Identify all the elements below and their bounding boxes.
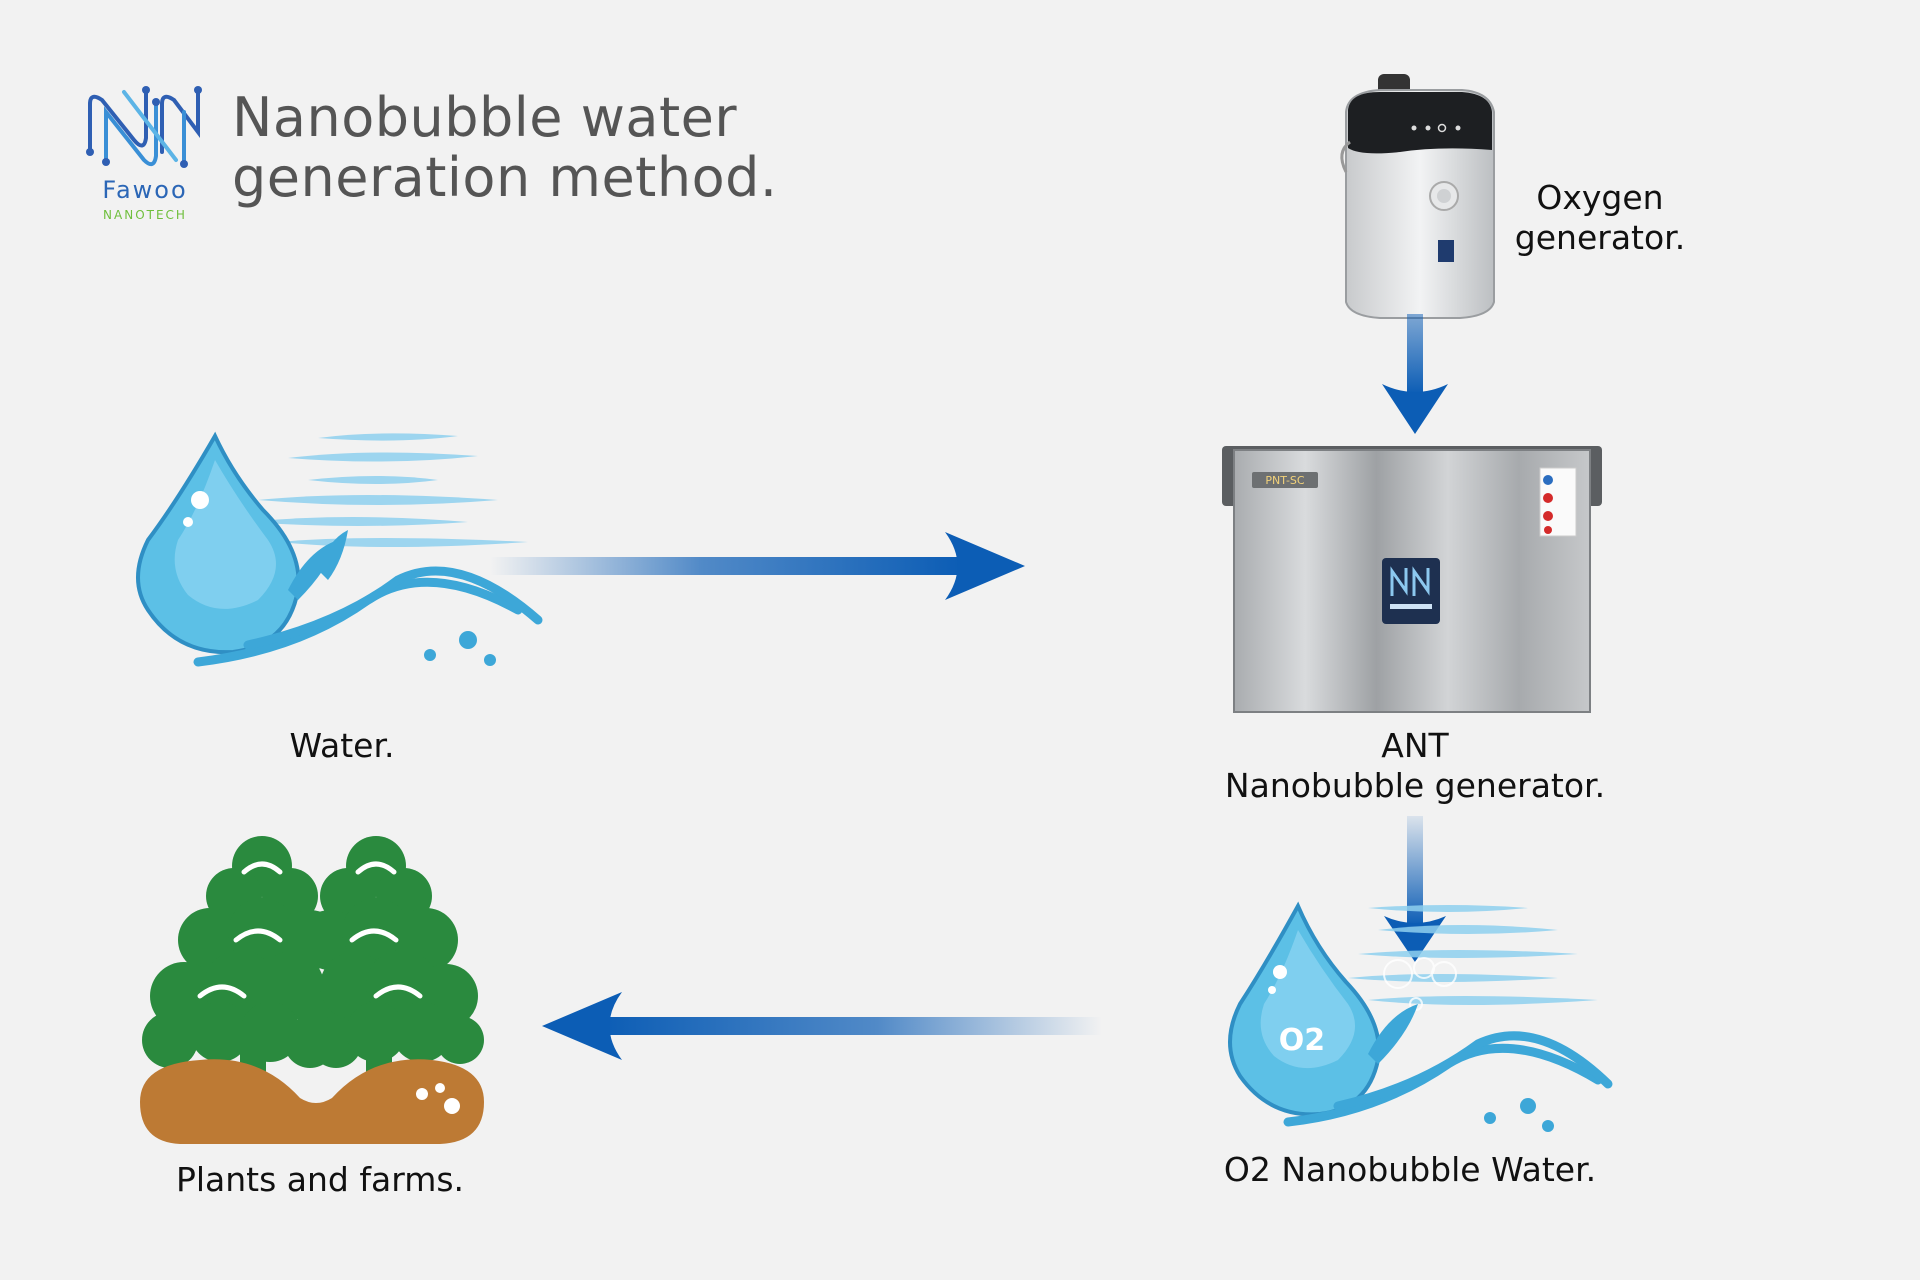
brand-subtitle: NANOTECH <box>103 208 187 222</box>
title-line-2: generation method. <box>232 146 778 209</box>
ant-label-line-2: Nanobubble generator. <box>1224 766 1606 805</box>
page-title: Nanobubble water generation method. <box>232 88 872 208</box>
plants-label: Plants and farms. <box>175 1160 465 1199</box>
o2-badge: O2 <box>1279 1023 1325 1058</box>
oxygen-label-line-1: Oxygen <box>1536 178 1664 217</box>
water-drop-wave-icon <box>136 431 543 667</box>
arrow-water-to-generator <box>490 532 1025 600</box>
ant-model-badge: PNT-SC <box>1265 474 1305 487</box>
water-label: Water. <box>289 726 395 765</box>
tree-right <box>290 836 484 1068</box>
oxygen-generator-device-icon <box>1340 74 1495 319</box>
title-line-1: Nanobubble water <box>232 86 738 149</box>
ant-label-line-1: ANT <box>1381 726 1449 765</box>
o2-water-label: O2 Nanobubble Water. <box>1223 1150 1597 1189</box>
arrow-o2-water-to-plants <box>542 992 1102 1060</box>
nanobubble-generator-tank-icon: PNT-SC <box>1222 446 1602 713</box>
oxygen-generator-label: Oxygen generator. <box>1490 178 1710 258</box>
trees-on-soil-icon <box>140 836 484 1144</box>
o2-water-drop-icon: O2 <box>1228 901 1613 1132</box>
fawoo-logo-icon <box>86 86 202 168</box>
ant-generator-label: ANT Nanobubble generator. <box>1160 726 1670 806</box>
brand-name: Fawoo <box>102 176 188 204</box>
oxygen-label-line-2: generator. <box>1514 218 1686 257</box>
arrow-oxygen-to-generator <box>1382 314 1448 434</box>
